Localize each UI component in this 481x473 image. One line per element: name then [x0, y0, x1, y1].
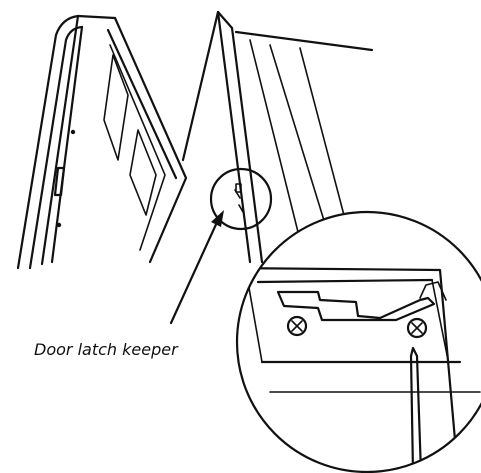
cabinet-frame — [181, 10, 374, 264]
latch-callout-circle — [209, 167, 273, 231]
pointer-arrow — [169, 210, 224, 325]
screw-icon — [406, 317, 428, 339]
door-latch-keeper-label: Door latch keeper — [34, 340, 178, 359]
magnified-detail — [235, 210, 481, 473]
screwdriver-icon — [409, 346, 423, 472]
screw-icon — [286, 315, 308, 337]
door-panel — [16, 14, 188, 270]
